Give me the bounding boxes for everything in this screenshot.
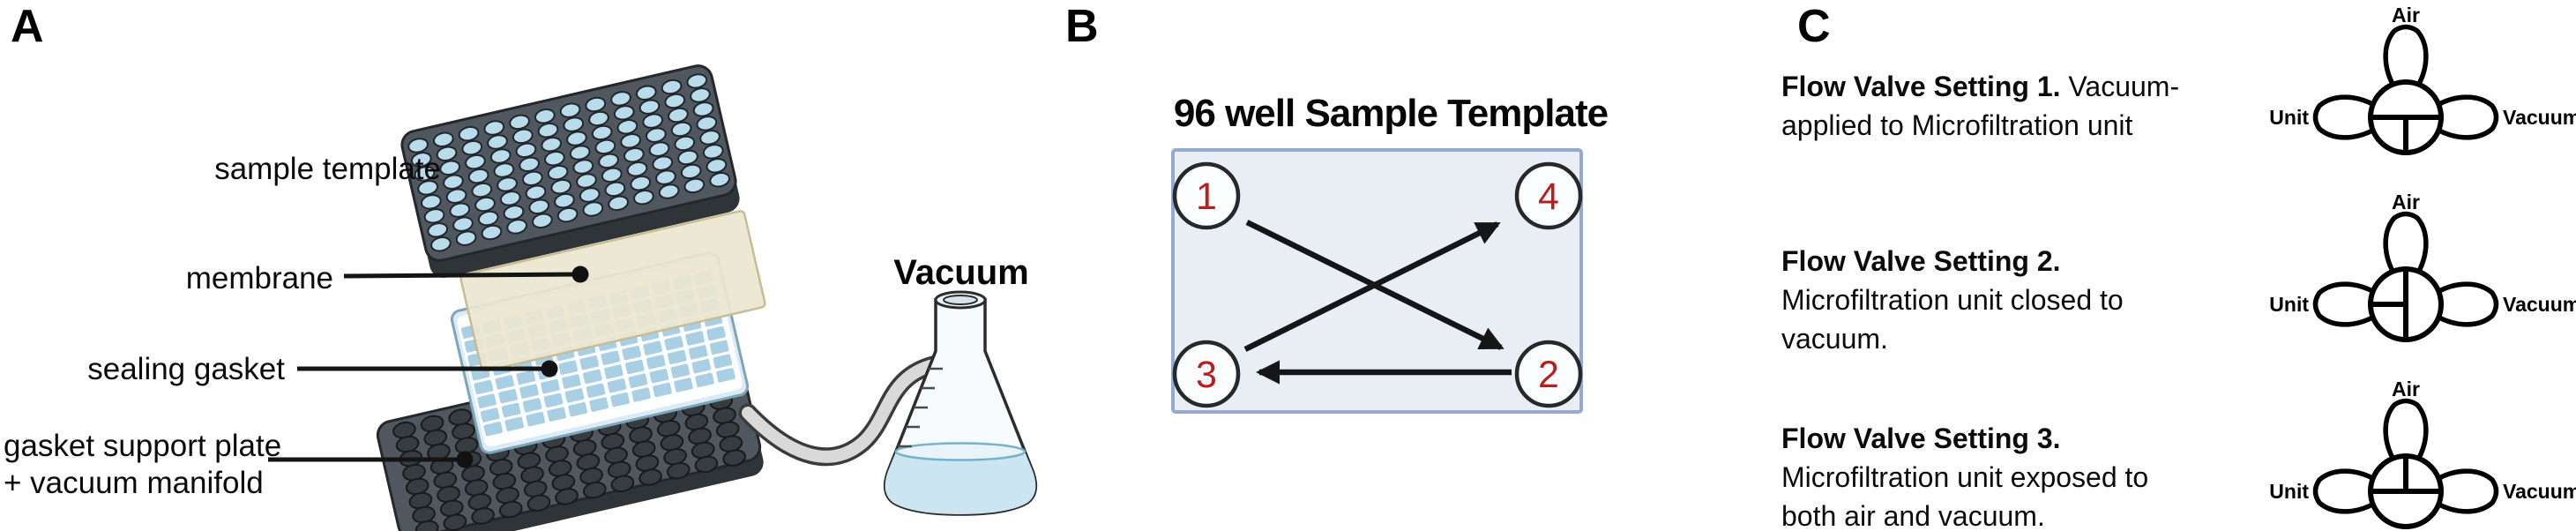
corner-well-1: 1 xyxy=(1172,161,1241,230)
setting-2-title: Flow Valve Setting 2. xyxy=(1781,245,2061,277)
setting-3-title: Flow Valve Setting 3. xyxy=(1781,423,2061,454)
setting-1-title-suffix: Vacuum- xyxy=(2060,71,2180,102)
vacuum-tube xyxy=(738,354,950,467)
well-circle xyxy=(1172,161,1241,230)
unit-label: Unit xyxy=(2269,106,2309,129)
valve-handle xyxy=(2372,271,2408,338)
setting-2-line3: vacuum. xyxy=(1781,323,1888,355)
unit-label: Unit xyxy=(2269,480,2309,503)
support-plate-callout-dot xyxy=(456,451,474,468)
setting-2-line2: Microfiltration unit closed to xyxy=(1781,284,2124,316)
setting-1-title: Flow Valve Setting 1. xyxy=(1781,71,2061,102)
sample-template-plate xyxy=(400,64,740,278)
vacuum-port-wing xyxy=(2435,281,2499,327)
vacuum-port-wing xyxy=(2435,94,2499,140)
flow-valve-setting-2-text: Flow Valve Setting 2. Microfiltration un… xyxy=(1781,242,2124,358)
membrane-label: membrane xyxy=(186,261,333,295)
corner-well-2: 2 xyxy=(1514,340,1583,408)
setting-1-line2: applied to Microfiltration unit xyxy=(1781,109,2133,141)
well-number: 1 xyxy=(1196,176,1217,218)
sealing-gasket-label: sealing gasket xyxy=(87,352,285,386)
flow-valve-icon-setting-1: Air Unit Vacuum xyxy=(2269,4,2576,155)
support-plate-label-line1: gasket support plate xyxy=(4,429,281,463)
unit-port-wing xyxy=(2312,94,2377,140)
well-number: 3 xyxy=(1196,354,1217,396)
vacuum-label: Vacuum xyxy=(2503,480,2576,503)
membrane-rect xyxy=(459,210,766,372)
flask-mouth-inner xyxy=(943,295,978,305)
well-circle xyxy=(1514,161,1583,230)
air-port-wing xyxy=(2383,24,2429,88)
unit-port-wing xyxy=(2312,468,2377,514)
vacuum-label: Vacuum xyxy=(893,253,1028,292)
erlenmeyer-flask xyxy=(883,290,1038,516)
well-circle xyxy=(1514,340,1583,408)
corner-well-4: 4 xyxy=(1514,161,1583,230)
membrane-callout-dot xyxy=(571,266,589,283)
panel-a-label: A xyxy=(11,1,44,52)
membrane-callout-line xyxy=(343,272,581,279)
liquid-surface xyxy=(894,442,1027,461)
setting-3-line2: Microfiltration unit exposed to xyxy=(1781,461,2149,493)
membrane-sheet xyxy=(459,210,766,372)
flow-valve-setting-1-text: Flow Valve Setting 1. Vacuum- applied to… xyxy=(1781,67,2179,145)
vacuum-label: Vacuum xyxy=(2503,293,2576,316)
flow-valve-setting-3-text: Flow Valve Setting 3. Microfiltration un… xyxy=(1781,419,2148,531)
sample-template-title: 96 well Sample Template xyxy=(1173,92,1609,135)
air-label: Air xyxy=(2392,4,2420,26)
vacuum-label: Vacuum xyxy=(2503,106,2576,129)
valve-handle xyxy=(2372,458,2439,494)
corner-well-3: 3 xyxy=(1172,340,1241,408)
well-number: 2 xyxy=(1538,354,1559,396)
air-label: Air xyxy=(2392,191,2420,213)
flask-graduations xyxy=(898,367,943,448)
air-port-wing xyxy=(2383,211,2429,275)
sample-template-diagram: 1 4 3 2 xyxy=(1171,148,1583,414)
sample-template-label: sample template xyxy=(214,152,441,186)
well-circle xyxy=(1172,340,1241,408)
unit-port-wing xyxy=(2312,281,2377,327)
sealing-gasket-callout-dot xyxy=(541,360,558,378)
microfiltration-apparatus-illustration: sample template membrane sealing gasket … xyxy=(4,64,1038,531)
valve-handle xyxy=(2372,115,2439,151)
unit-label: Unit xyxy=(2269,293,2309,316)
panel-b-label: B xyxy=(1065,1,1099,52)
vacuum-port-wing xyxy=(2435,468,2499,514)
setting-3-line3: both air and vacuum. xyxy=(1781,500,2045,531)
support-plate-label-line2: + vacuum manifold xyxy=(4,466,264,500)
well-number: 4 xyxy=(1538,176,1559,218)
air-label: Air xyxy=(2392,378,2420,400)
panel-c-label: C xyxy=(1797,1,1831,52)
sample-wells xyxy=(407,73,730,252)
flask-liquid xyxy=(885,452,1036,514)
flow-valve-icon-setting-2: Air Unit Vacuum xyxy=(2269,191,2576,342)
tube-body xyxy=(742,357,946,463)
flow-valve-icon-setting-3: Air Unit Vacuum xyxy=(2269,378,2576,529)
callouts xyxy=(268,266,589,468)
air-port-wing xyxy=(2383,398,2429,462)
arrow-3-to-4 xyxy=(1243,221,1501,352)
